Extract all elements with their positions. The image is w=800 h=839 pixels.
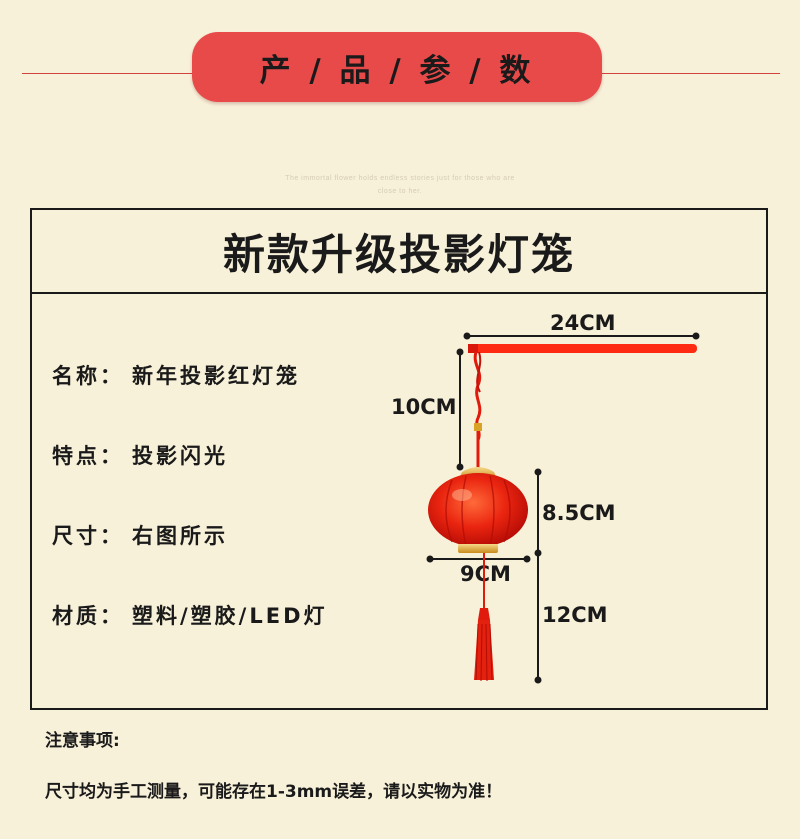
spec-feature: 特点： 投影闪光 [52, 440, 228, 470]
string-length-label: 10CM [391, 395, 457, 419]
spec-material-value: 塑料/塑胶/LED灯 [132, 604, 328, 628]
hanging-cord [473, 351, 482, 470]
pole-dimension: 24CM [463, 311, 700, 340]
spec-feature-value: 投影闪光 [132, 444, 228, 468]
lantern-width-dimension: 9CM [426, 555, 531, 586]
spec-name-label: 名称： [52, 364, 124, 388]
lantern-body [428, 467, 528, 553]
lantern-width-label: 9CM [460, 562, 511, 586]
lantern-height-dimension: 8.5CM [534, 468, 616, 557]
lantern-height-label: 8.5CM [542, 501, 616, 525]
spec-name-value: 新年投影红灯笼 [132, 364, 300, 388]
lantern-tassel [474, 553, 494, 682]
spec-size-label: 尺寸： [52, 524, 124, 548]
pole-length-label: 24CM [550, 311, 616, 335]
lantern-pole [468, 344, 697, 353]
spec-name: 名称： 新年投影红灯笼 [52, 360, 300, 390]
spec-size-value: 右图所示 [132, 524, 228, 548]
product-frame: 新款升级投影灯笼 名称： 新年投影红灯笼 特点： 投影闪光 尺寸： 右图所示 材质： 塑… [30, 208, 768, 710]
tassel-length-label: 12CM [542, 603, 608, 627]
notes-body: 尺寸均为手工测量，可能存在1-3mm误差，请以实物为准！ [45, 782, 503, 802]
notes-heading: 注意事项: [45, 731, 120, 751]
section-banner: 产 / 品 / 参 / 数 [192, 32, 602, 102]
product-title: 新款升级投影灯笼 [32, 210, 766, 294]
tagline-line-1: The immortal flower holds endless storie… [285, 175, 515, 182]
tagline: The immortal flower holds endless storie… [200, 172, 600, 198]
spec-material: 材质： 塑料/塑胶/LED灯 [52, 600, 328, 630]
header-rule-right [600, 73, 780, 74]
header-rule-left [22, 73, 194, 74]
spec-material-label: 材质： [52, 604, 124, 628]
spec-size: 尺寸： 右图所示 [52, 520, 228, 550]
banner-title: 产 / 品 / 参 / 数 [259, 52, 535, 89]
tassel-dimension: 12CM [534, 553, 608, 684]
string-dimension: 10CM [391, 348, 464, 471]
tagline-line-2: close to her. [377, 188, 423, 195]
spec-feature-label: 特点： [52, 444, 124, 468]
